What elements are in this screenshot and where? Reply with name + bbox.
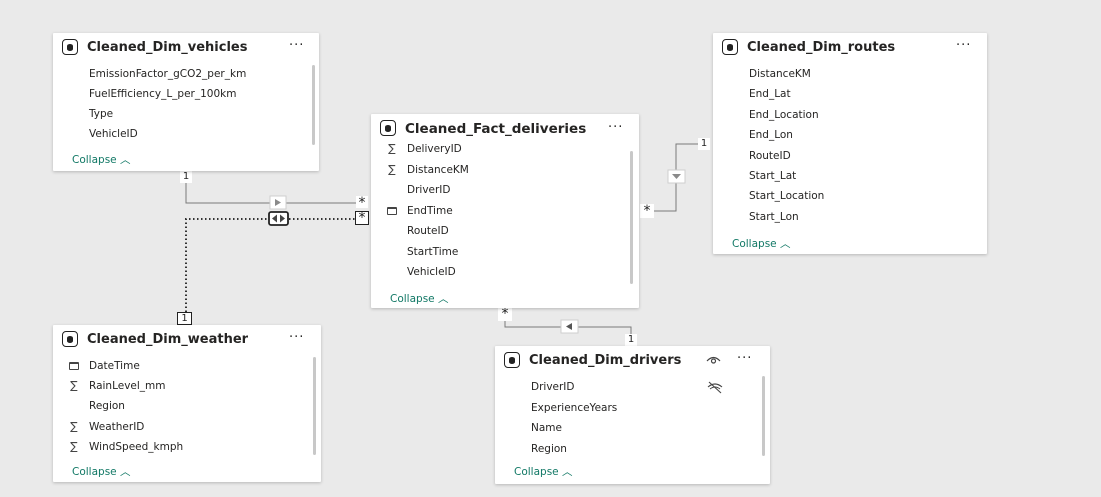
collapse-button[interactable]: Collapse ︿ bbox=[72, 466, 131, 478]
field-row[interactable]: ∑WeatherID bbox=[53, 418, 321, 438]
cardinality-one-weather: 1 bbox=[177, 312, 192, 325]
sigma-icon: ∑ bbox=[388, 142, 396, 155]
scrollbar[interactable] bbox=[630, 151, 633, 284]
table-icon bbox=[504, 352, 520, 368]
cardinality-many-drivers: * bbox=[498, 307, 512, 322]
table-header[interactable]: Cleaned_Dim_weather ··· bbox=[53, 325, 321, 355]
collapse-button[interactable]: Collapse ︿ bbox=[514, 466, 573, 478]
field-row[interactable]: DriverID bbox=[495, 378, 770, 398]
field-row[interactable]: VehicleID bbox=[407, 266, 456, 278]
field-row[interactable]: Region bbox=[89, 400, 125, 413]
table-card-vehicles[interactable]: Cleaned_Dim_vehicles ··· EmissionFactor_… bbox=[53, 33, 319, 171]
field-row[interactable]: Start_Lat bbox=[749, 170, 797, 182]
scrollbar[interactable] bbox=[312, 65, 315, 145]
sigma-icon: ∑ bbox=[70, 439, 78, 453]
field-row[interactable]: End_Lon bbox=[749, 129, 793, 142]
field-row[interactable]: End_Location bbox=[749, 108, 819, 121]
scrollbar[interactable] bbox=[313, 357, 316, 455]
field-row[interactable]: FuelEfficiency_L_per_100km bbox=[89, 88, 237, 100]
field-row[interactable]: VehicleID bbox=[89, 128, 138, 140]
table-title: Cleaned_Dim_routes bbox=[747, 40, 896, 55]
relationship-weather-deliveries bbox=[185, 218, 356, 312]
field-row[interactable]: EmissionFactor_gCO2_per_km bbox=[89, 68, 247, 80]
sigma-icon: ∑ bbox=[388, 162, 396, 176]
table-icon bbox=[62, 39, 78, 55]
field-row[interactable]: ∑DistanceKM bbox=[371, 161, 639, 181]
collapse-button[interactable]: Collapse ︿ bbox=[390, 293, 449, 305]
table-title: Cleaned_Dim_vehicles bbox=[87, 40, 248, 55]
cardinality-one-routes: 1 bbox=[698, 138, 710, 150]
table-icon bbox=[62, 331, 78, 347]
field-row[interactable]: Region bbox=[531, 442, 567, 455]
cardinality-many-vehicles: * bbox=[356, 196, 368, 210]
field-row[interactable]: DistanceKM bbox=[749, 68, 811, 80]
field-row[interactable]: Name bbox=[531, 422, 562, 434]
calendar-icon bbox=[69, 362, 79, 370]
collapse-button[interactable]: Collapse ︿ bbox=[72, 154, 131, 166]
field-row[interactable]: ∑RainLevel_mm bbox=[53, 377, 321, 397]
more-options-button[interactable]: ··· bbox=[289, 330, 305, 345]
field-row[interactable]: ∑WindSpeed_kmph bbox=[53, 438, 321, 458]
field-row[interactable]: ExperienceYears bbox=[531, 401, 618, 414]
field-row[interactable]: Type bbox=[89, 108, 114, 120]
eye-hidden-icon[interactable] bbox=[706, 381, 724, 394]
field-row[interactable]: Start_Lon bbox=[749, 210, 799, 223]
cardinality-many-weather: * bbox=[355, 211, 369, 225]
cardinality-one-drivers: 1 bbox=[625, 334, 637, 346]
calendar-icon bbox=[387, 206, 397, 215]
table-title: Cleaned_Fact_deliveries bbox=[405, 121, 587, 137]
filter-direction-left-icon bbox=[560, 319, 579, 334]
table-card-weather[interactable]: Cleaned_Dim_weather ··· DateTime ∑RainLe… bbox=[53, 325, 321, 482]
sigma-icon: ∑ bbox=[70, 379, 78, 393]
field-row[interactable]: DriverID bbox=[407, 184, 451, 196]
table-header[interactable]: Cleaned_Dim_drivers ··· bbox=[495, 346, 770, 376]
table-title: Cleaned_Dim_weather bbox=[87, 332, 249, 347]
field-row[interactable]: RouteID bbox=[749, 149, 791, 162]
scrollbar[interactable] bbox=[762, 376, 765, 456]
table-icon bbox=[722, 39, 738, 55]
field-row[interactable]: End_Lat bbox=[749, 88, 791, 101]
table-icon bbox=[380, 120, 396, 136]
cardinality-one-vehicles: 1 bbox=[180, 171, 192, 183]
field-row[interactable]: EndTime bbox=[371, 202, 639, 222]
filter-direction-right-icon bbox=[269, 195, 287, 210]
cardinality-many-routes: * bbox=[640, 204, 654, 219]
relationship-vehicles-deliveries bbox=[185, 182, 356, 204]
hidden-eye-icon[interactable] bbox=[706, 355, 721, 365]
collapse-button[interactable]: Collapse ︿ bbox=[732, 238, 791, 250]
more-options-button[interactable]: ··· bbox=[956, 38, 972, 53]
field-row[interactable]: StartTime bbox=[407, 245, 459, 258]
filter-direction-both-icon bbox=[268, 211, 289, 226]
field-row[interactable]: Start_Location bbox=[749, 190, 825, 203]
more-options-button[interactable]: ··· bbox=[608, 120, 624, 135]
field-row[interactable]: RouteID bbox=[407, 225, 449, 237]
field-row[interactable]: ∑DeliveryID bbox=[371, 140, 639, 160]
table-header[interactable]: Cleaned_Fact_deliveries ··· bbox=[371, 114, 639, 144]
sigma-icon: ∑ bbox=[70, 419, 78, 433]
table-card-deliveries[interactable]: Cleaned_Fact_deliveries ··· ∑DeliveryID … bbox=[371, 114, 639, 308]
more-options-button[interactable]: ··· bbox=[737, 351, 753, 366]
filter-direction-down-icon bbox=[667, 169, 686, 184]
table-card-routes[interactable]: Cleaned_Dim_routes ··· DistanceKM End_La… bbox=[713, 33, 987, 254]
table-header[interactable]: Cleaned_Dim_vehicles ··· bbox=[53, 33, 319, 63]
table-card-drivers[interactable]: Cleaned_Dim_drivers ··· DriverID Experie… bbox=[495, 346, 770, 484]
table-title: Cleaned_Dim_drivers bbox=[529, 353, 682, 368]
more-options-button[interactable]: ··· bbox=[289, 38, 305, 53]
field-row[interactable]: DateTime bbox=[53, 357, 321, 377]
table-header[interactable]: Cleaned_Dim_routes ··· bbox=[713, 33, 987, 63]
